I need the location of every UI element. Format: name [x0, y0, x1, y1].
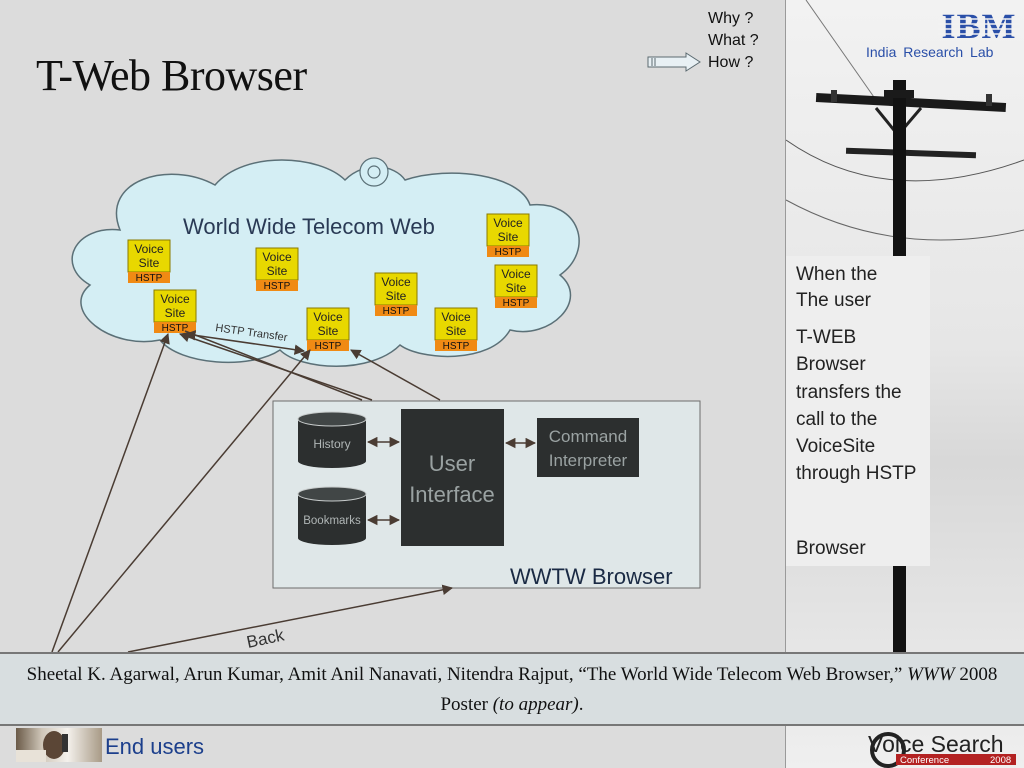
- bookmarks-label: Bookmarks: [303, 515, 361, 527]
- svg-text:2008: 2008: [990, 755, 1011, 766]
- lab-name: India Research Lab: [866, 44, 994, 60]
- command-interpreter-box[interactable]: [537, 418, 639, 477]
- info-line-last: Browser: [796, 538, 866, 559]
- browser-voicesite-arrow: [350, 349, 441, 401]
- nav-arrow-icon: [647, 52, 701, 72]
- svg-text:HSTP: HSTP: [443, 341, 470, 352]
- command-interpreter-label: Interpreter: [549, 451, 628, 470]
- svg-text:Site: Site: [165, 306, 186, 320]
- browser-voicesite-arrow: [184, 330, 363, 401]
- svg-text:HSTP: HSTP: [315, 341, 342, 352]
- bookmarks-store: Bookmarks: [297, 486, 367, 545]
- command-interpreter-label: Command: [549, 427, 627, 446]
- svg-text:Site: Site: [498, 230, 519, 244]
- citation-year: 2008 Poster: [440, 664, 998, 715]
- svg-text:Site: Site: [267, 264, 288, 278]
- user-interface-box[interactable]: [401, 409, 504, 546]
- cloud-label: World Wide Telecom Web: [183, 214, 435, 239]
- citation-banner: Sheetal K. Agarwal, Arun Kumar, Amit Ani…: [0, 652, 1024, 726]
- citation-end: .: [578, 694, 584, 715]
- info-box: When the The user T-WEB Browser transfer…: [786, 256, 930, 566]
- svg-text:Voice: Voice: [381, 275, 411, 289]
- nav-why[interactable]: Why ?: [708, 10, 754, 27]
- svg-text:Voice: Voice: [493, 216, 523, 230]
- voice-site[interactable]: Voice Site HSTP: [374, 272, 418, 317]
- citation-status: (to appear): [492, 694, 579, 715]
- info-body: T-WEB Browser transfers the call to the …: [796, 327, 917, 485]
- svg-text:IBM: IBM: [942, 8, 1017, 42]
- ibm-logo: IBM: [938, 8, 1020, 42]
- user-interface-label: User: [429, 451, 475, 476]
- info-line-partial: When the: [796, 264, 878, 282]
- end-users-label: End users: [105, 734, 205, 759]
- end-user-photo: [16, 728, 102, 762]
- end-user-arrow: [57, 349, 311, 652]
- svg-text:HSTP: HSTP: [495, 247, 522, 258]
- svg-text:Site: Site: [446, 324, 467, 338]
- user-interface-label: Interface: [409, 482, 495, 507]
- svg-text:Voice: Voice: [313, 310, 343, 324]
- citation-text: Sheetal K. Agarwal, Arun Kumar, Amit Ani…: [26, 664, 903, 685]
- svg-text:Site: Site: [139, 256, 160, 270]
- voice-site[interactable]: Voice Site HSTP: [486, 213, 530, 258]
- svg-text:HSTP: HSTP: [264, 281, 291, 292]
- voice-site[interactable]: Voice Site HSTP: [434, 307, 478, 352]
- voice-site[interactable]: Voice Site HSTP: [153, 289, 197, 334]
- architecture-diagram: World Wide Telecom Web Voice Site HSTP V…: [51, 52, 701, 652]
- nav-how[interactable]: How ?: [708, 54, 754, 71]
- voice-site[interactable]: Voice Site HSTP: [255, 247, 299, 292]
- slide-content-area: [0, 0, 786, 768]
- svg-text:Voice: Voice: [501, 267, 531, 281]
- history-label: History: [313, 437, 350, 451]
- svg-text:Site: Site: [386, 289, 407, 303]
- svg-text:Voice Search: Voice Search: [868, 731, 1004, 757]
- citation-venue: WWW: [907, 664, 955, 685]
- voice-site[interactable]: Voice Site HSTP: [127, 239, 171, 284]
- slide-title: T-Web Browser: [36, 51, 307, 100]
- svg-text:Voice: Voice: [262, 250, 292, 264]
- svg-text:Voice: Voice: [160, 292, 190, 306]
- end-user-arrow: [51, 333, 170, 652]
- svg-text:Voice: Voice: [134, 242, 164, 256]
- wwtw-browser-label: WWTW Browser: [510, 564, 673, 589]
- svg-text:HSTP: HSTP: [503, 298, 530, 309]
- voice-site[interactable]: Voice Site HSTP: [494, 264, 538, 309]
- svg-text:HSTP: HSTP: [136, 273, 163, 284]
- svg-text:Conference: Conference: [900, 755, 949, 766]
- hstp-transfer-arrow: [184, 330, 306, 355]
- svg-text:HSTP: HSTP: [383, 306, 410, 317]
- voice-search-logo: Voice Search Conference 2008: [868, 731, 1016, 768]
- svg-text:Site: Site: [318, 324, 339, 338]
- svg-text:Site: Site: [506, 281, 527, 295]
- voice-site[interactable]: Voice Site HSTP: [306, 307, 350, 352]
- end-user-arrow: [127, 584, 454, 652]
- svg-text:Voice: Voice: [441, 310, 471, 324]
- nav-list: Why ? What ? How ?: [708, 8, 759, 74]
- info-line-user: The user: [796, 290, 871, 311]
- history-store: History: [297, 411, 367, 468]
- back-label: Back: [245, 625, 286, 652]
- svg-text:HSTP: HSTP: [162, 323, 189, 334]
- nav-what[interactable]: What ?: [708, 32, 759, 49]
